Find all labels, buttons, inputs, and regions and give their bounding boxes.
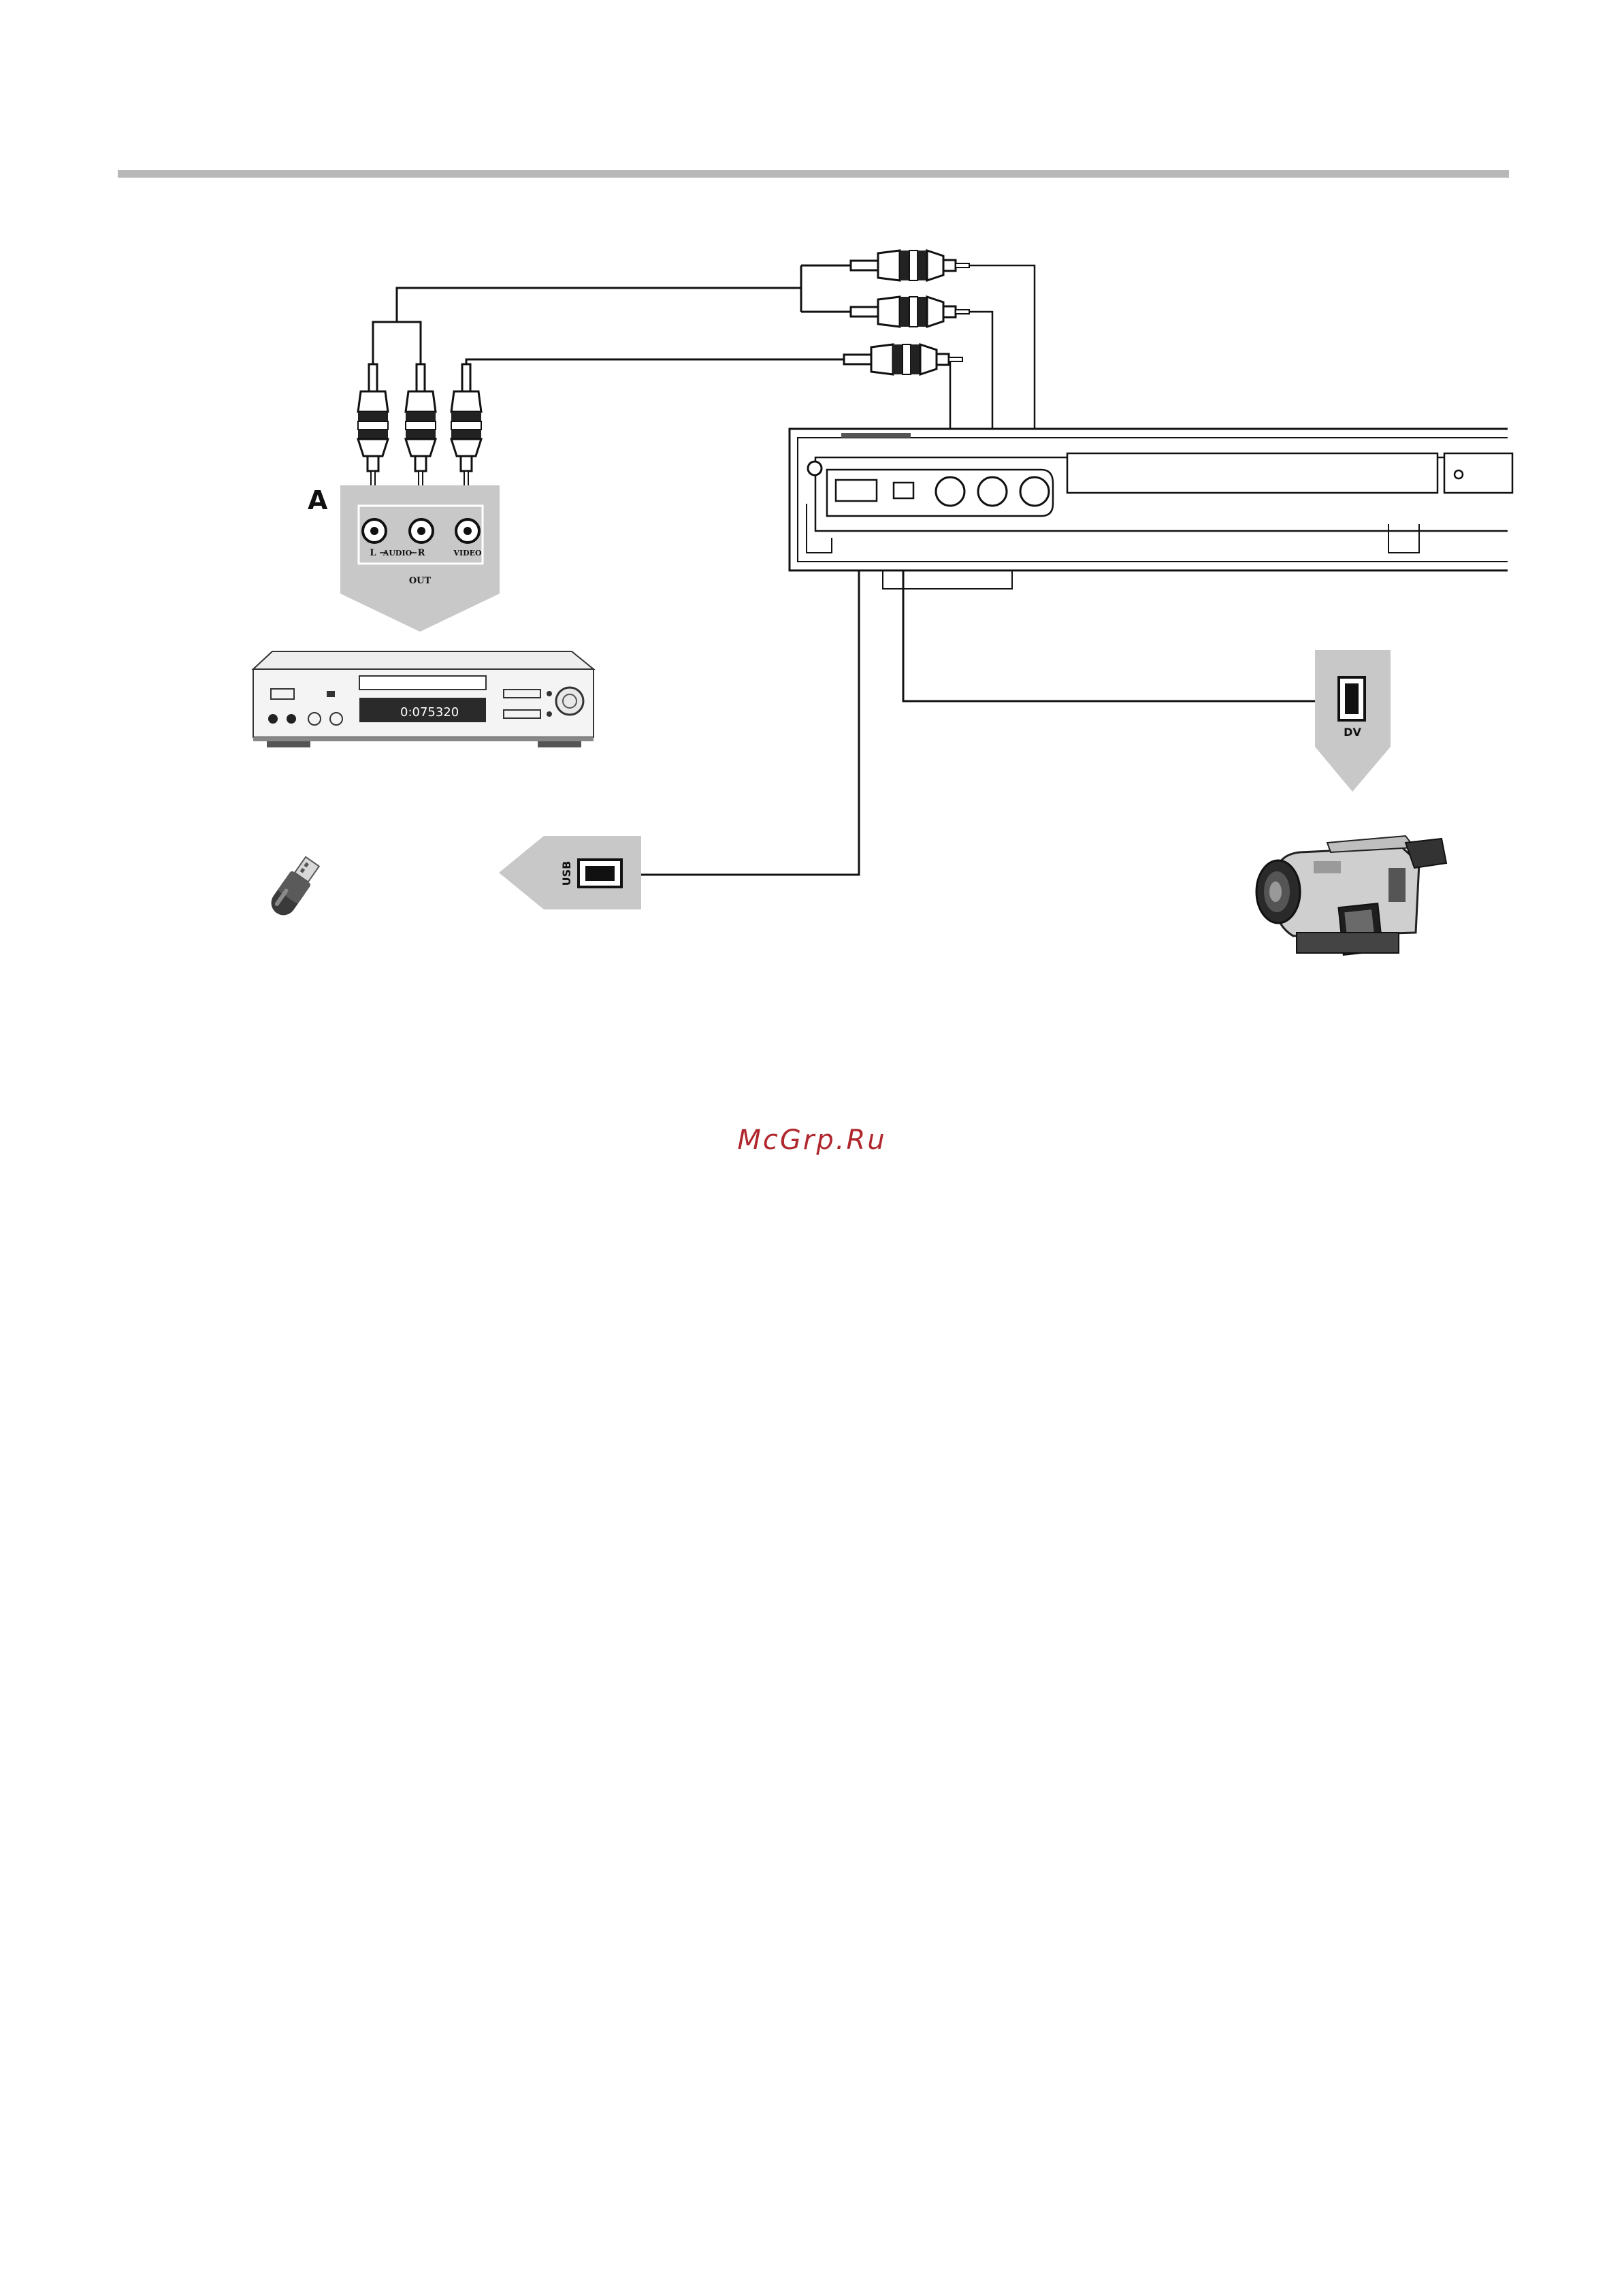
audio-right-label: R (418, 548, 425, 558)
top-rule (118, 170, 1509, 178)
audio-cables (373, 265, 851, 391)
camcorder-icon (1256, 836, 1446, 955)
usb-panel: USB (499, 836, 641, 909)
dv-port (894, 483, 913, 498)
watermark: McGrp.Ru (0, 1125, 1624, 1156)
dvd-recorder (790, 429, 1512, 589)
audio-right-jack (410, 519, 433, 543)
source-output-panel: L AUDIO R VIDEO OUT (340, 485, 500, 632)
video-caption: VIDEO (453, 549, 482, 558)
audio-left-in-jack (978, 477, 1007, 506)
usb-port (836, 480, 877, 501)
dv-label: DV (1344, 726, 1361, 739)
dvd-player: 0:075320 (253, 651, 594, 747)
rca-plug-icon (844, 344, 962, 374)
video-jack (456, 519, 479, 543)
section-marker: A (308, 485, 328, 515)
video-cable (466, 359, 844, 391)
usb-flash-drive-icon (266, 854, 322, 920)
display-readout: 0:075320 (400, 705, 459, 720)
audio-left-jack (363, 519, 386, 543)
rca-plug-icon (358, 364, 388, 491)
rca-plug-icon (851, 297, 969, 327)
audio-left-label: L (370, 548, 376, 558)
rca-plug-icon (451, 364, 481, 491)
audio-caption: AUDIO (383, 549, 412, 558)
dv-panel: DV (1315, 650, 1391, 792)
out-caption: OUT (409, 576, 432, 586)
video-in-jack (936, 477, 964, 506)
rca-plug-icon (406, 364, 436, 491)
audio-right-in-jack (1020, 477, 1049, 506)
usb-label: USB (560, 861, 573, 886)
rca-plug-icon (851, 251, 969, 280)
